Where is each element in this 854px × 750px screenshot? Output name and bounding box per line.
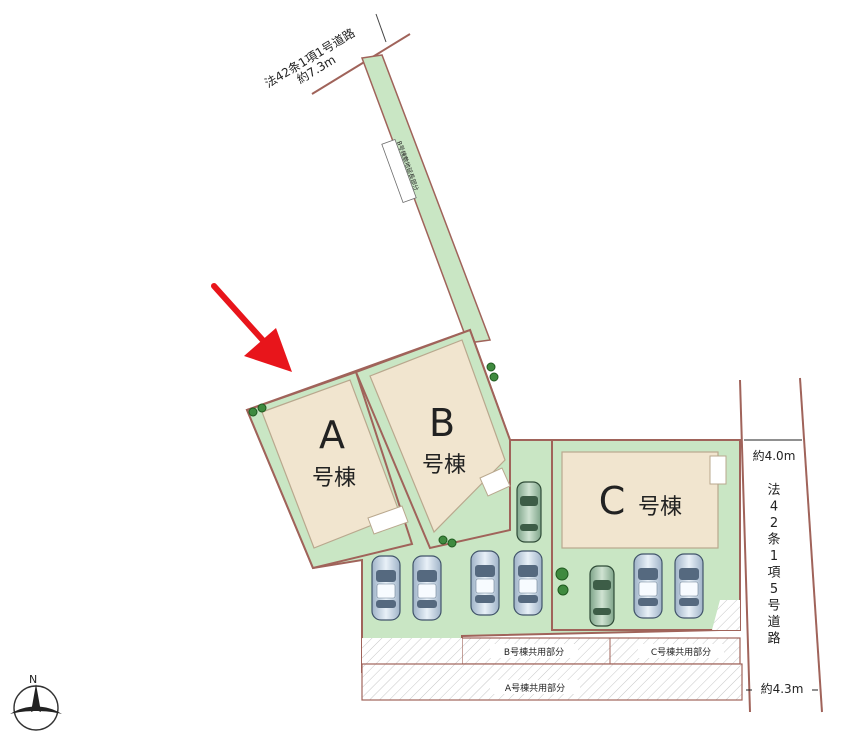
building-c-suffix: 号棟 (638, 495, 682, 520)
east-road-line-west (739, 379, 751, 713)
building-a-porch (367, 505, 409, 535)
building-b-letter: B (429, 401, 455, 445)
building-a-letter: A (319, 413, 345, 457)
compass-north-label: N (29, 673, 37, 686)
tree-icon (438, 535, 448, 545)
parking-car-a1 (371, 555, 401, 621)
b-shared-label: B号棟共用部分 (504, 646, 564, 658)
parking-car-b3 (516, 481, 542, 543)
tree-icon (447, 538, 457, 548)
parking-car-a2 (412, 555, 442, 621)
parking-car-c3 (674, 553, 704, 619)
highlight-arrow-icon (211, 283, 292, 372)
building-b-suffix: 号棟 (422, 453, 466, 478)
b-driveway-strip (360, 54, 492, 344)
east-road-line-east (799, 377, 823, 713)
a-shared-label-bg (490, 680, 580, 694)
c-shared-label-bg (638, 644, 724, 658)
tree-icon (257, 403, 267, 413)
c-shared-label: C号棟共用部分 (651, 646, 711, 658)
building-c-letter: C (599, 479, 626, 523)
driveway-label-box (381, 138, 417, 204)
parking-car-c1 (589, 565, 615, 627)
b-shared-label-bg (490, 644, 578, 658)
north-road-dimension-line (375, 13, 387, 43)
tree-icon (248, 407, 258, 417)
east-road-width-top-bg (746, 446, 802, 464)
east-road-width-top: 約4.0m (753, 448, 796, 463)
compass-icon (10, 684, 62, 731)
tree-icon (489, 372, 499, 382)
parking-car-b2 (513, 550, 543, 616)
building-a-suffix: 号棟 (312, 466, 356, 491)
tree-icon (486, 362, 496, 372)
building-c (561, 451, 719, 549)
tree-icon (557, 584, 569, 596)
parking-car-b1 (470, 550, 500, 616)
east-road-width-bottom-bg (752, 680, 812, 698)
c-corner-hatch (712, 600, 740, 630)
north-road-line (311, 33, 411, 95)
building-b-porch (479, 467, 511, 497)
lot-c (551, 439, 741, 631)
building-c-porch (709, 455, 727, 485)
parking-car-c2 (633, 553, 663, 619)
building-b (369, 339, 506, 534)
tree-icon (555, 567, 569, 581)
a-shared-label: A号棟共用部分 (505, 682, 565, 694)
east-road-width-bottom: 約4.3m (761, 681, 804, 696)
